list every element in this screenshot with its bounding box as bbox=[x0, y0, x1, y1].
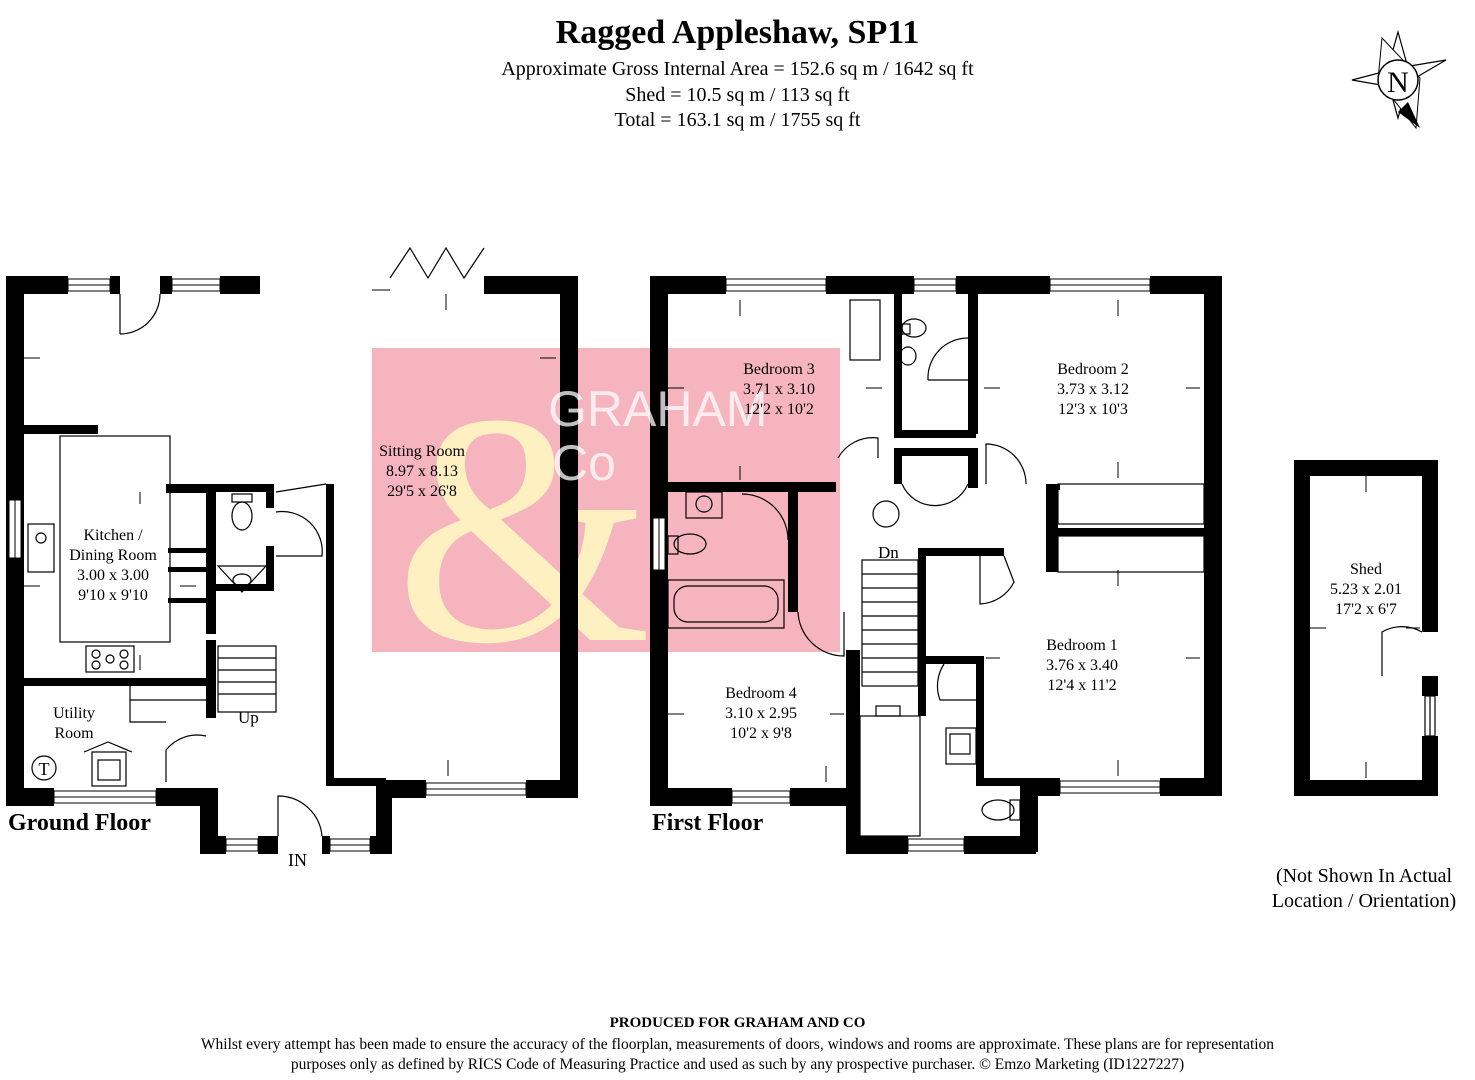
produced-for-text: PRODUCED FOR GRAHAM AND CO bbox=[609, 1015, 866, 1031]
bedroom-2-imperial: 12'3 x 10'3 bbox=[1058, 401, 1128, 418]
orientation-note-line2: Location / Orientation) bbox=[1271, 890, 1457, 912]
bedroom-1-label: Bedroom 1 3.76 x 3.40 12'4 x 11'2 bbox=[1002, 636, 1162, 696]
kitchen-label: Kitchen / Dining Room 3.00 x 3.00 9'10 x… bbox=[33, 526, 193, 606]
shed-area-text: Shed = 10.5 sq m / 113 sq ft bbox=[625, 84, 850, 106]
dimension-arrows bbox=[24, 289, 1420, 782]
plan-title: Ragged Appleshaw, SP11 bbox=[555, 14, 920, 51]
bedroom-1-imperial: 12'4 x 11'2 bbox=[1047, 677, 1117, 694]
utility-name-line1: Utility bbox=[53, 705, 95, 722]
bedroom-4-label: Bedroom 4 3.10 x 2.95 10'2 x 9'8 bbox=[681, 684, 841, 744]
bedroom-3-metric: 3.71 x 3.10 bbox=[743, 381, 815, 398]
ground-floor-fixtures bbox=[27, 246, 485, 837]
sitting-room-imperial: 29'5 x 26'8 bbox=[387, 483, 457, 500]
disclaimer-line1: Whilst every attempt has been made to en… bbox=[200, 1036, 1275, 1053]
stairs-down-label: Dn bbox=[878, 543, 899, 562]
tank-symbol: T bbox=[39, 759, 50, 779]
orientation-note-line1: (Not Shown In Actual bbox=[1275, 865, 1453, 887]
utility-name-line2: Room bbox=[54, 725, 94, 742]
bedroom-2-label: Bedroom 2 3.73 x 3.12 12'3 x 10'3 bbox=[1013, 360, 1173, 420]
ampersand-watermark-icon: & bbox=[395, 347, 652, 712]
ground-floor-windows bbox=[8, 278, 527, 852]
bedroom-2-metric: 3.73 x 3.12 bbox=[1057, 381, 1129, 398]
sitting-room-metric: 8.97 x 8.13 bbox=[386, 463, 458, 480]
shed-imperial: 17'2 x 6'7 bbox=[1335, 601, 1397, 618]
disclaimer-line2: purposes only as defined by RICS Code of… bbox=[290, 1056, 1185, 1073]
bedroom-2-name: Bedroom 2 bbox=[1057, 361, 1129, 378]
shed-name: Shed bbox=[1350, 561, 1382, 578]
graham-co-watermark: & bbox=[372, 347, 840, 712]
first-floor-fixtures bbox=[667, 299, 1205, 837]
bedroom-3-label: Bedroom 3 3.71 x 3.10 12'2 x 10'2 bbox=[699, 360, 859, 420]
bedroom-1-name: Bedroom 1 bbox=[1046, 637, 1118, 654]
first-floor-windows bbox=[652, 278, 1161, 852]
shed-label: Shed 5.23 x 2.01 17'2 x 6'7 bbox=[1286, 560, 1446, 620]
bedroom-1-metric: 3.76 x 3.40 bbox=[1046, 657, 1118, 674]
entrance-label: IN bbox=[288, 850, 307, 870]
orientation-note: (Not Shown In Actual Location / Orientat… bbox=[1254, 864, 1474, 914]
sitting-room-name: Sitting Room bbox=[379, 443, 465, 460]
bedroom-4-metric: 3.10 x 2.95 bbox=[725, 705, 797, 722]
compass-n-label: N bbox=[1387, 66, 1409, 99]
bedroom-3-imperial: 12'2 x 10'2 bbox=[744, 401, 814, 418]
total-area-text: Total = 163.1 sq m / 1755 sq ft bbox=[614, 109, 861, 131]
bedroom-3-name: Bedroom 3 bbox=[743, 361, 815, 378]
sitting-room-label: Sitting Room 8.97 x 8.13 29'5 x 26'8 bbox=[342, 442, 502, 502]
gross-area-text: Approximate Gross Internal Area = 152.6 … bbox=[501, 58, 974, 80]
watermark-graham-text: GRAHAM bbox=[548, 381, 768, 437]
utility-room-label: Utility Room bbox=[0, 704, 154, 744]
shed-walls bbox=[1294, 460, 1438, 796]
shed-metric: 5.23 x 2.01 bbox=[1330, 581, 1402, 598]
kitchen-name-line1: Kitchen / bbox=[83, 527, 143, 544]
watermark-co-text: Co bbox=[552, 435, 616, 491]
north-compass-icon: N bbox=[1351, 29, 1447, 130]
kitchen-metric: 3.00 x 3.00 bbox=[77, 567, 149, 584]
first-floor-label: First Floor bbox=[652, 810, 764, 836]
stairs-up-label: Up bbox=[238, 708, 259, 727]
shed-fixtures bbox=[1381, 626, 1436, 737]
bedroom-4-name: Bedroom 4 bbox=[725, 685, 797, 702]
kitchen-imperial: 9'10 x 9'10 bbox=[78, 587, 148, 604]
ground-floor-label: Ground Floor bbox=[8, 810, 151, 836]
kitchen-name-line2: Dining Room bbox=[69, 547, 157, 564]
bedroom-4-imperial: 10'2 x 9'8 bbox=[730, 725, 792, 742]
